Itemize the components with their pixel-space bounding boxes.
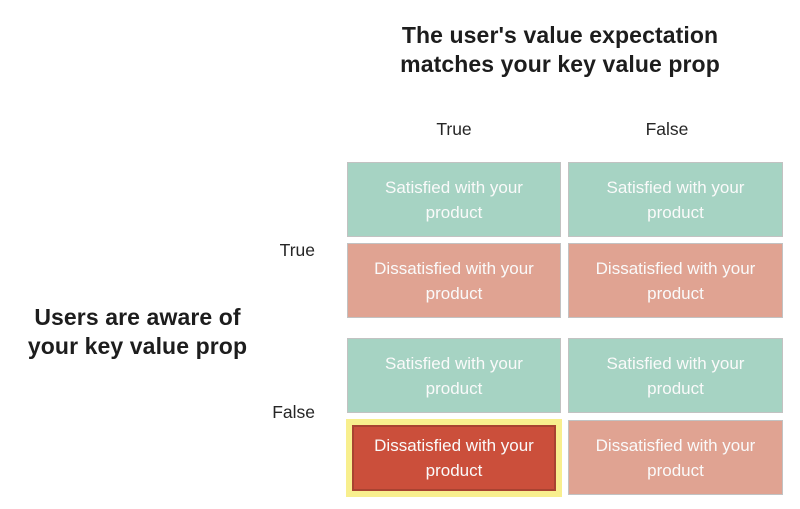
box-satisfied-awareFalse-matchTrue: Satisfied with your product	[347, 338, 561, 413]
box-satisfied-awareFalse-matchFalse: Satisfied with your product	[568, 338, 783, 413]
highlight-border: Dissatisfied with your product	[346, 419, 562, 497]
box-dissatisfied-awareTrue-matchTrue: Dissatisfied with your product	[347, 243, 561, 318]
row-label-false: False	[272, 402, 315, 422]
left-axis-title-line1: Users are aware of	[34, 304, 241, 330]
left-axis-title: Users are aware of your key value prop	[5, 303, 270, 361]
row-label-true: True	[279, 240, 315, 260]
top-axis-title-line1: The user's value expectation	[401, 22, 719, 48]
top-axis-title-line2: matches your key value prop	[400, 51, 720, 77]
box-satisfied-awareTrue-matchTrue: Satisfied with your product	[347, 162, 561, 237]
column-label-true: True	[436, 119, 472, 139]
box-dissatisfied-awareFalse-matchTrue-highlighted: Dissatisfied with your product	[352, 425, 556, 491]
box-dissatisfied-awareFalse-matchFalse: Dissatisfied with your product	[568, 420, 783, 495]
column-label-false: False	[645, 119, 689, 139]
left-axis-title-line2: your key value prop	[27, 333, 248, 359]
top-axis-title: The user's value expectation matches you…	[335, 21, 785, 79]
box-dissatisfied-awareTrue-matchFalse: Dissatisfied with your product	[568, 243, 783, 318]
box-satisfied-awareTrue-matchFalse: Satisfied with your product	[568, 162, 783, 237]
